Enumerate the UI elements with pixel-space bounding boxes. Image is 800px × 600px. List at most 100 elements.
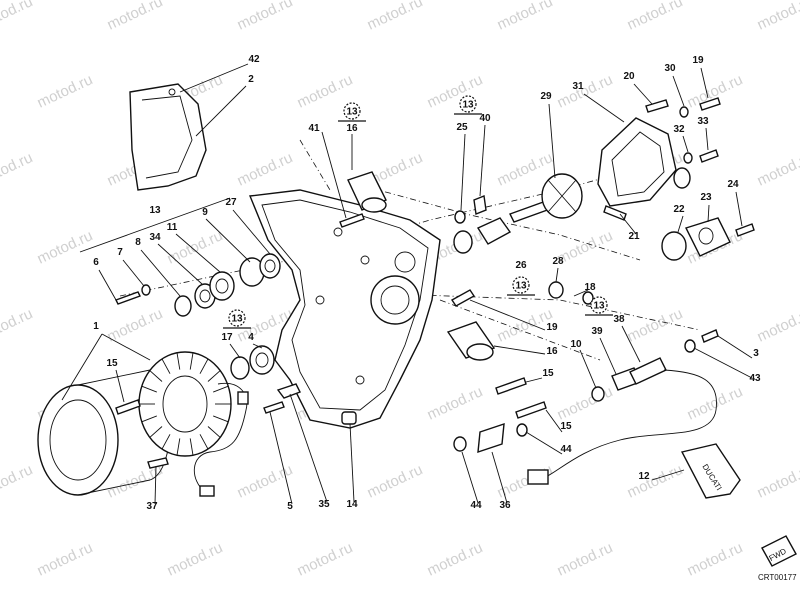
drawing-code: CRT00177	[758, 573, 797, 582]
stator-tooth	[149, 370, 163, 382]
callout-c5: 5	[287, 501, 293, 512]
seal-bolt-25-40	[453, 195, 512, 254]
callout-c30: 30	[664, 63, 676, 74]
watermark-text: motod.ru	[755, 149, 800, 189]
callout-c9: 9	[202, 207, 208, 218]
stator-tooth	[207, 426, 221, 438]
callout-c10: 10	[570, 339, 582, 350]
callout-c36: 36	[499, 500, 511, 511]
grease-tube: DUCATI	[680, 443, 741, 499]
stator-wire	[193, 382, 249, 497]
callout-c1: 1	[93, 321, 99, 332]
crankcase-cover	[249, 189, 441, 429]
callout-c31: 31	[572, 81, 584, 92]
callout-c42a: 42	[248, 54, 260, 65]
callout-c2: 2	[248, 74, 254, 85]
callout-c21: 21	[628, 231, 640, 242]
badge-circle	[512, 276, 530, 294]
callout-c32: 32	[673, 124, 685, 135]
callout-c13a: 13	[149, 205, 161, 216]
callout-c22: 22	[673, 204, 685, 215]
bolt-19-long	[450, 289, 476, 307]
callout-c16b: 16	[546, 346, 558, 357]
watermark-text: motod.ru	[295, 539, 356, 579]
stator-tooth	[189, 438, 194, 456]
callout-c24: 24	[727, 179, 739, 190]
watermark-text: motod.ru	[755, 0, 800, 34]
callout-c29: 29	[540, 91, 552, 102]
callout-c44b: 44	[470, 500, 482, 511]
callout-c15b: 15	[542, 368, 554, 379]
stator-coil	[138, 351, 232, 457]
leader-lines	[61, 63, 753, 505]
reference-badge-b13a: 13	[338, 102, 366, 122]
badge-text: 13	[231, 314, 243, 325]
watermark-text: motod.ru	[555, 383, 616, 423]
badge-circle	[228, 309, 246, 327]
small-hardware	[263, 383, 357, 425]
watermark-text: motod.ru	[0, 461, 35, 501]
watermark-text: motod.ru	[35, 539, 96, 579]
callout-c4: 4	[248, 332, 254, 343]
watermark-text: motod.ru	[0, 0, 35, 34]
callout-c26: 26	[515, 260, 527, 271]
callout-c28: 28	[552, 256, 564, 267]
watermark-text: motod.ru	[35, 71, 96, 111]
callout-c19b: 19	[546, 322, 558, 333]
callout-c41: 41	[308, 123, 320, 134]
callout-c23: 23	[700, 192, 712, 203]
stator-tooth	[199, 358, 209, 374]
callout-c33: 33	[697, 116, 709, 127]
reference-badge-b13d: 13	[507, 276, 535, 296]
callout-c17: 17	[221, 332, 233, 343]
callout-c38: 38	[613, 314, 625, 325]
watermark-text: motod.ru	[555, 71, 616, 111]
watermark-text: motod.ru	[0, 149, 35, 189]
badge-circle	[343, 102, 361, 120]
watermark-text: motod.ru	[755, 461, 800, 501]
callout-c14: 14	[346, 499, 358, 510]
bearing-pair-17-4	[230, 345, 275, 380]
sleeve-part-16-top	[347, 171, 387, 213]
stator-tooth	[213, 415, 229, 423]
sleeve-part-16-lower	[446, 321, 496, 361]
watermark-text: motod.ru	[0, 305, 35, 345]
watermark-text: motod.ru	[425, 539, 486, 579]
callout-c15c: 15	[560, 421, 572, 432]
reference-badge-b13c: 13	[223, 309, 251, 329]
water-pump-cover-31	[597, 117, 691, 207]
stator-tooth	[149, 426, 163, 438]
stator-tooth	[176, 438, 181, 456]
stator-tooth	[213, 385, 229, 393]
cover-plate-part-2	[129, 83, 207, 191]
callout-c40: 40	[479, 113, 491, 124]
watermark-text: motod.ru	[625, 0, 686, 34]
watermark-text: motod.ru	[625, 461, 686, 501]
stator-tooth	[161, 358, 171, 374]
watermark-text: motod.ru	[365, 0, 426, 34]
callout-c12: 12	[638, 471, 650, 482]
badge-circle	[590, 296, 608, 314]
callout-c11: 11	[167, 222, 178, 233]
sensor-38-39-10	[591, 329, 719, 402]
flywheel-rotor-part-1	[37, 369, 171, 496]
callout-c18: 18	[584, 282, 596, 293]
pump-bolts	[645, 97, 721, 164]
watermark-text: motod.ru	[165, 227, 226, 267]
stator-tooth	[141, 385, 157, 393]
sensor-wire-12	[527, 369, 717, 485]
callout-c16a: 16	[346, 123, 358, 134]
bearing-stack	[174, 253, 281, 317]
stator-tooth	[141, 415, 157, 423]
bolt-41	[339, 213, 365, 228]
bolt-washer-6-7	[115, 284, 151, 305]
watermark-text: motod.ru	[235, 0, 296, 34]
watermark-text: motod.ru	[425, 383, 486, 423]
callout-c20: 20	[623, 71, 635, 82]
impeller-shaft-29	[509, 173, 583, 223]
callout-c7: 7	[117, 247, 123, 258]
bolts-15	[115, 377, 547, 469]
